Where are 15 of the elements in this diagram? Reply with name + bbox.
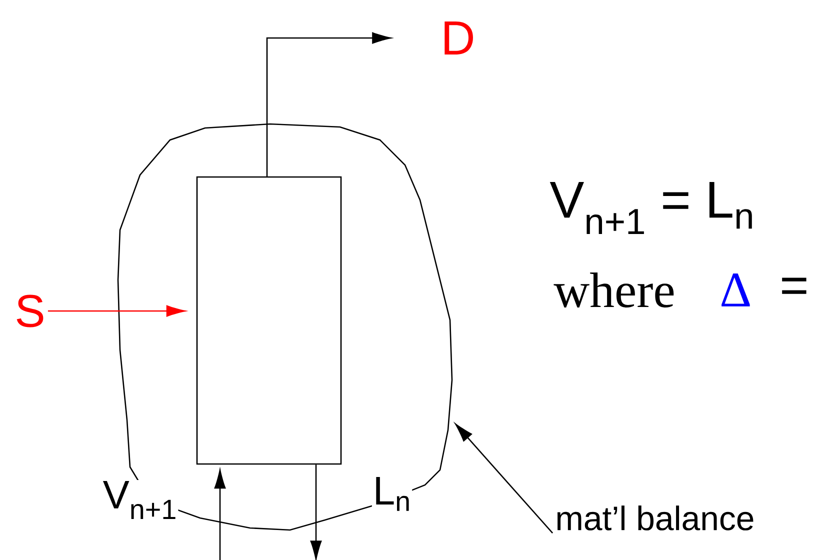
arrow xyxy=(214,470,226,560)
equation-text: = xyxy=(782,278,806,294)
equation-text: V$_{n+1}$ = L$_{n}$ xyxy=(550,182,752,234)
equation-text: where xyxy=(554,272,674,308)
leader-arrow xyxy=(455,424,554,534)
text-label: D xyxy=(444,22,473,54)
text-label: S xyxy=(16,294,44,328)
column-box xyxy=(196,176,342,465)
edge-label: V$_{n+1}$ xyxy=(102,480,176,520)
equation-text: Δ xyxy=(722,274,750,306)
arrow xyxy=(310,464,322,560)
arrow xyxy=(48,305,186,317)
edge-label: L$_{n}$ xyxy=(376,477,409,511)
text-label: mat’l balance xyxy=(557,506,754,530)
arrow xyxy=(266,32,392,177)
